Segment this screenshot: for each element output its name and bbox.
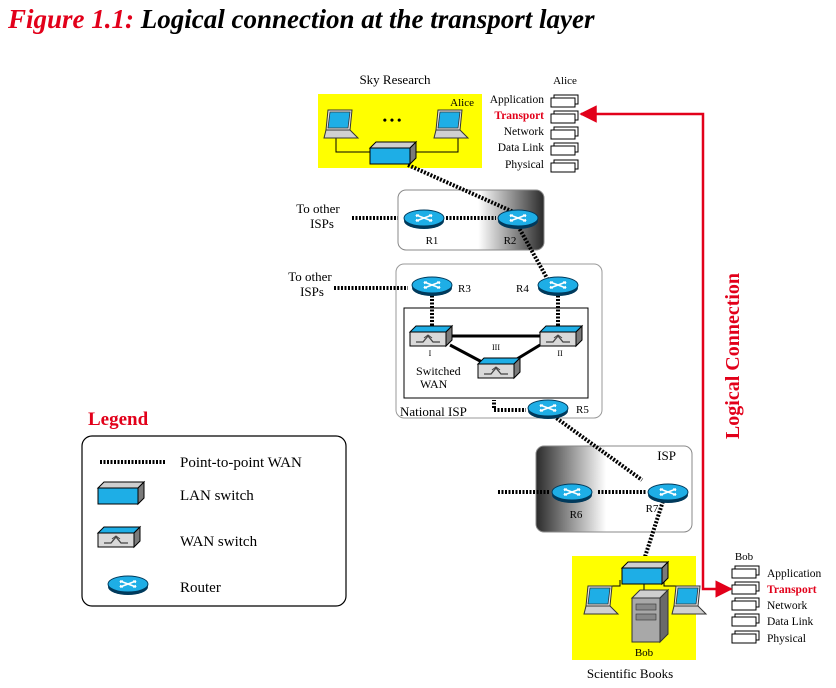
alice-layer-application: Application	[490, 94, 545, 106]
lan-switch-icon	[97, 481, 145, 505]
router-icon	[497, 209, 539, 230]
router-icon	[551, 483, 593, 504]
router-icon	[107, 575, 149, 596]
router-label-r4: R4	[516, 283, 529, 295]
bob-layer-physical: Physical	[767, 633, 806, 645]
bob-layer-transport: Transport	[767, 584, 817, 596]
router-label-r2: R2	[504, 235, 517, 247]
to-other-isps-1-line2: ISPs	[310, 216, 334, 231]
wan-switch-label-i: I	[429, 349, 432, 358]
wan-switch-label-ii: II	[557, 349, 563, 358]
alice-layer-transport: Transport	[494, 110, 544, 122]
router-label-r3: R3	[458, 283, 471, 295]
legend-item-router: Router	[180, 580, 221, 596]
wan-switch-icon	[539, 325, 583, 347]
legend-item-wan-switch: WAN switch	[180, 534, 258, 550]
router-label-r1: R1	[426, 235, 439, 247]
bob-layer-network: Network	[767, 600, 807, 612]
legend-item-point-to-point: Point-to-point WAN	[180, 455, 302, 471]
logical-connection-label: Logical Connection	[722, 273, 744, 439]
to-other-isps-1-line1: To other	[296, 201, 340, 216]
to-other-isps-2-line2: ISPs	[300, 284, 324, 299]
router-label-r5: R5	[576, 404, 589, 416]
laptop-icon	[671, 585, 707, 615]
wan-switch-icon	[409, 325, 453, 347]
figure-caption: Logical connection at the transport laye…	[140, 4, 595, 34]
alice-stack-title: Alice	[553, 75, 577, 87]
wan-switch-icon	[477, 357, 521, 379]
lan-switch-icon	[369, 141, 417, 165]
sky-research-label: Sky Research	[359, 72, 431, 87]
router-icon	[647, 483, 689, 504]
sky-lan-cable-right	[414, 136, 459, 153]
bob-protocol-stack: Bob Application Transport Network Data L…	[731, 551, 822, 645]
alice-layer-data-link: Data Link	[498, 142, 545, 154]
sky-lan-cable-left	[335, 136, 372, 153]
bob-layer-application: Application	[767, 568, 822, 580]
scientific-books-label: Scientific Books	[587, 666, 673, 681]
alice-layer-network: Network	[504, 126, 544, 138]
router-icon	[527, 399, 569, 420]
router-label-r7: R7	[646, 503, 659, 515]
legend-item-lan-switch: LAN switch	[180, 488, 254, 504]
bob-stack-title: Bob	[735, 551, 754, 563]
sky-research-alice-label: Alice	[450, 97, 474, 109]
switched-wan-label-1: Switched	[416, 364, 461, 378]
router-icon	[537, 276, 579, 297]
logical-connection-arrow	[579, 105, 733, 598]
figure-title: Figure 1.1: Logical connection at the tr…	[8, 4, 595, 35]
alice-protocol-stack: Alice Application Transport Network Data…	[490, 75, 579, 173]
legend-title: Legend	[88, 409, 149, 430]
wan-switch-label-iii: III	[492, 343, 500, 352]
isp-label: ISP	[657, 448, 676, 463]
server-icon	[630, 588, 670, 644]
legend-box	[81, 435, 347, 607]
scientific-books-bob-label: Bob	[635, 647, 654, 659]
wan-switch-icon	[97, 526, 141, 548]
national-isp-label: National ISP	[400, 404, 467, 419]
hosts-ellipsis: • • •	[383, 113, 402, 127]
lan-switch-icon	[621, 561, 669, 585]
router-icon	[403, 209, 445, 230]
alice-layer-physical: Physical	[505, 159, 544, 171]
router-label-r6: R6	[570, 509, 583, 521]
to-other-isps-2-line1: To other	[288, 269, 332, 284]
switched-wan-label-2: WAN	[420, 377, 448, 391]
bob-layer-data-link: Data Link	[767, 616, 814, 628]
router-icon	[411, 276, 453, 297]
figure-number: Figure 1.1:	[8, 4, 135, 34]
